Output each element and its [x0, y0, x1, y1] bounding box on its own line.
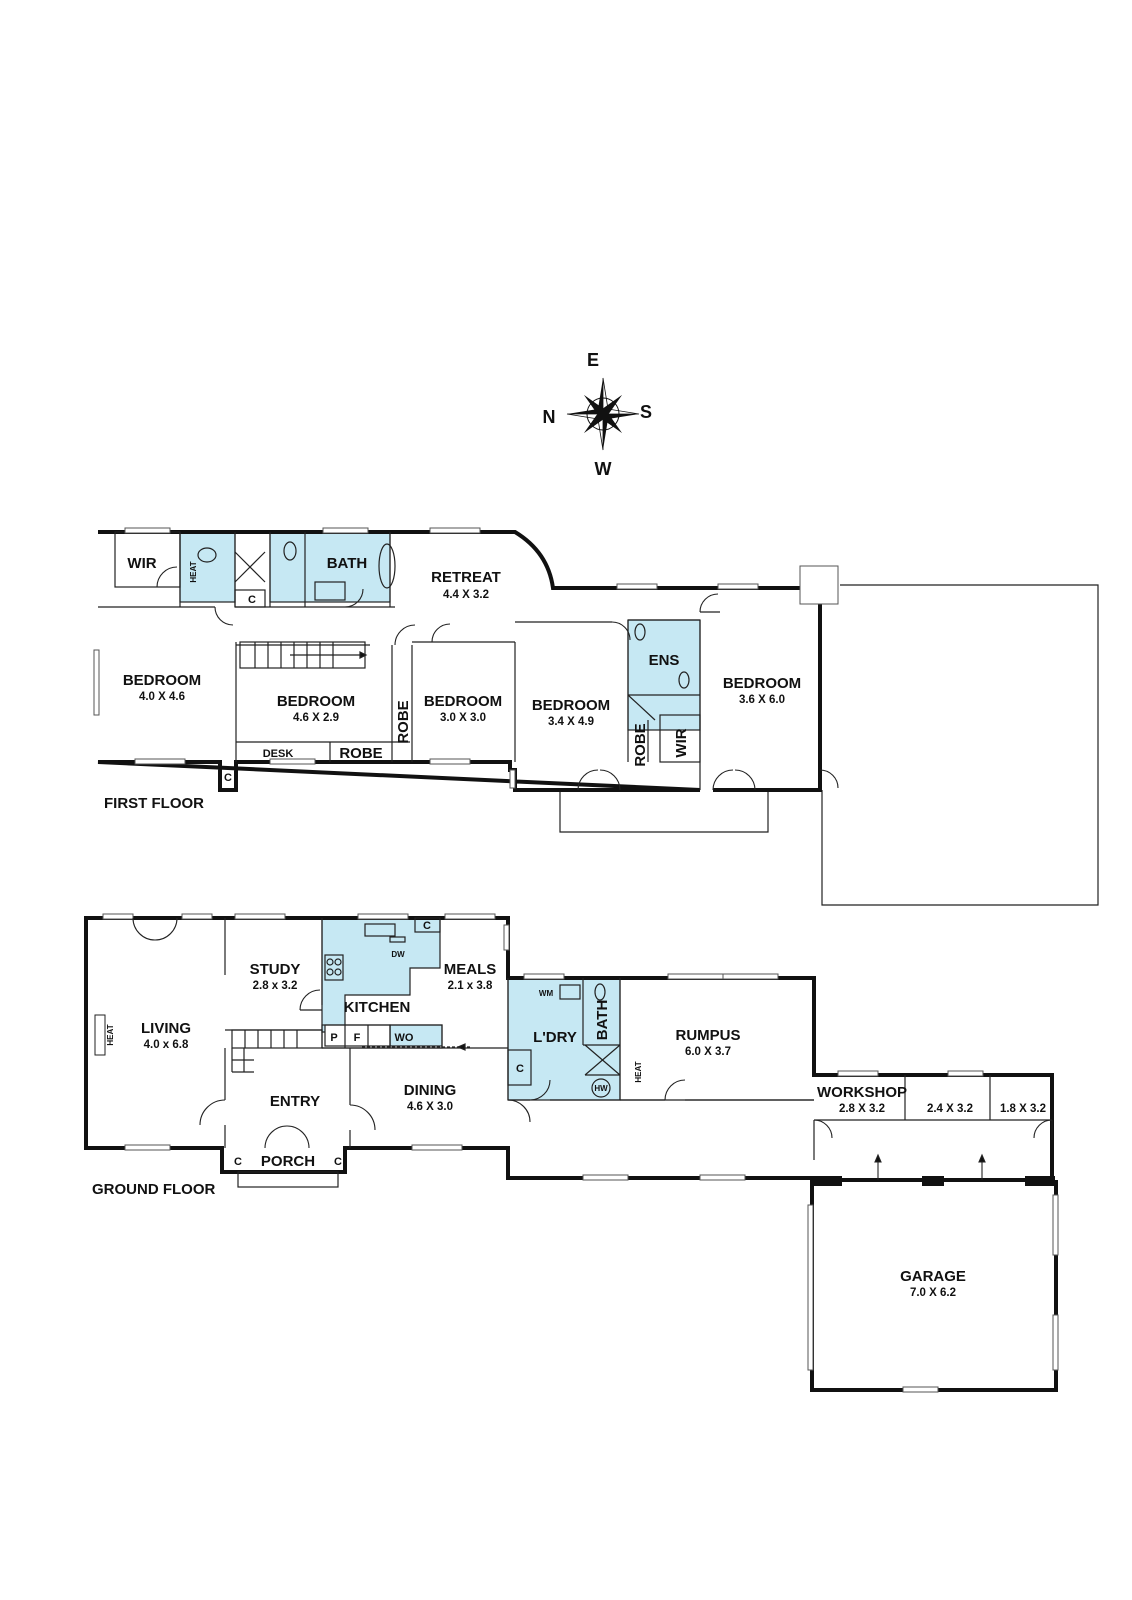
- ens-label: ENS: [649, 652, 680, 669]
- hot-water-label: HW: [594, 1084, 608, 1093]
- dishwasher-label: DW: [391, 950, 405, 959]
- washing-machine-label: WM: [539, 989, 554, 998]
- bedroom-3-dimensions: 3.0 X 3.0: [440, 712, 486, 724]
- garage-pillar: [922, 1176, 944, 1186]
- first-floor-internal-walls: [98, 531, 720, 790]
- first-floor-windows: [93, 527, 839, 789]
- store-2-dimensions: 1.8 X 3.2: [1000, 1103, 1046, 1115]
- wall-oven-label: WO: [395, 1032, 414, 1044]
- robe-label: ROBE: [339, 745, 382, 762]
- basin-icon: [197, 547, 217, 563]
- bedroom-2-label: BEDROOM: [277, 693, 355, 710]
- bath-label: BATH: [327, 555, 368, 572]
- living-dimensions: 4.0 x 6.8: [144, 1039, 189, 1051]
- balcony-outline: [559, 790, 769, 833]
- kitchen-label: KITCHEN: [344, 999, 411, 1016]
- cupboard-kitchen-label: C: [423, 920, 431, 932]
- dining-label: DINING: [404, 1082, 457, 1099]
- first-floor-title: FIRST FLOOR: [104, 795, 204, 812]
- garage-label: GARAGE: [900, 1268, 966, 1285]
- wir-label-vertical: WIR: [673, 728, 690, 757]
- roof-outline: [821, 584, 1099, 906]
- heat-living-label: HEAT: [106, 1024, 115, 1045]
- basin-icon: [634, 623, 646, 641]
- ground-floor-windows: [94, 913, 1059, 1393]
- workshop-dimensions: 2.8 X 3.2: [839, 1103, 885, 1115]
- compass-rose: E N S W: [543, 350, 653, 479]
- first-floor-plan: WIR HEAT C BATH RETREAT 4.4 X 3.2 BEDROO…: [93, 527, 1099, 906]
- bedroom-2-dimensions: 4.6 X 2.9: [293, 712, 339, 724]
- bedroom-1-dimensions: 4.0 X 4.6: [139, 691, 185, 703]
- store-1-dimensions: 2.4 X 3.2: [927, 1103, 973, 1115]
- bedroom-5-dimensions: 3.6 X 6.0: [739, 694, 785, 706]
- bedroom-1-label: BEDROOM: [123, 672, 201, 689]
- wir-label: WIR: [127, 555, 156, 572]
- ground-floor-fixtures: [324, 923, 621, 1098]
- rumpus-dimensions: 6.0 X 3.7: [685, 1046, 731, 1058]
- ground-floor-stairs: [231, 1029, 470, 1073]
- fridge-label: F: [354, 1032, 361, 1044]
- garage-pillar: [1025, 1176, 1055, 1186]
- bedroom-4-label: BEDROOM: [532, 697, 610, 714]
- workshop-label: WORKSHOP: [817, 1084, 907, 1101]
- toilet-icon: [678, 671, 690, 689]
- robe-label-vertical-2: ROBE: [632, 723, 649, 766]
- compass-east: E: [587, 350, 599, 370]
- garage-pillar: [812, 1176, 842, 1186]
- first-floor-fixtures: [197, 541, 690, 721]
- bedroom-4-dimensions: 3.4 X 4.9: [548, 716, 594, 728]
- toilet-icon: [283, 541, 297, 561]
- first-floor-doors: [156, 566, 839, 791]
- cupboard-label: C: [248, 594, 256, 606]
- bedroom-3-label: BEDROOM: [424, 693, 502, 710]
- rumpus-label: RUMPUS: [675, 1027, 740, 1044]
- porch-label: PORCH: [261, 1153, 315, 1170]
- ens-wet-area: [627, 619, 701, 731]
- desk-label: DESK: [263, 748, 294, 760]
- sink-icon: [364, 923, 396, 937]
- compass-star-icon: [566, 377, 640, 451]
- cupboard-porch-right-label: C: [334, 1156, 342, 1168]
- first-floor-stairs: [239, 641, 368, 669]
- entry-label: ENTRY: [270, 1093, 320, 1110]
- meals-label: MEALS: [444, 961, 497, 978]
- cooktop-icon: [324, 954, 344, 981]
- cupboard-laundry-label: C: [516, 1063, 524, 1075]
- compass-north: N: [543, 407, 556, 427]
- fireplace: [94, 1014, 106, 1056]
- retreat-label: RETREAT: [431, 569, 501, 586]
- retreat-dimensions: 4.4 X 3.2: [443, 589, 489, 601]
- dining-dimensions: 4.6 X 3.0: [407, 1101, 453, 1113]
- ground-floor-doors: [132, 917, 1053, 1180]
- compass-south: S: [640, 402, 652, 422]
- laundry-label: L'DRY: [533, 1029, 577, 1046]
- ground-floor-internal-walls: [224, 917, 1053, 1160]
- compass-west: W: [595, 459, 612, 479]
- heat-rumpus-label: HEAT: [634, 1061, 643, 1082]
- porch-step: [237, 1171, 339, 1188]
- study-dimensions: 2.8 x 3.2: [253, 980, 298, 992]
- living-label: LIVING: [141, 1020, 191, 1037]
- cupboard-landing-label: C: [224, 772, 232, 784]
- study-label: STUDY: [250, 961, 301, 978]
- ground-floor-title: GROUND FLOOR: [92, 1181, 215, 1198]
- bath-ground-label: BATH: [594, 1000, 611, 1041]
- garage-wall: [810, 1180, 1058, 1392]
- heat-label: HEAT: [189, 561, 198, 582]
- pantry-label: P: [330, 1032, 337, 1044]
- garage-dimensions: 7.0 X 6.2: [910, 1287, 956, 1299]
- cupboard-porch-left-label: C: [234, 1156, 242, 1168]
- ground-floor-plan: LIVING 4.0 x 6.8 HEAT STUDY 2.8 x 3.2 KI…: [84, 913, 1059, 1393]
- bathtub-icon: [378, 543, 396, 589]
- meals-dimensions: 2.1 x 3.8: [448, 980, 493, 992]
- bedroom-5-label: BEDROOM: [723, 675, 801, 692]
- robe-label-vertical: ROBE: [395, 700, 412, 743]
- basin-icon: [594, 983, 606, 1001]
